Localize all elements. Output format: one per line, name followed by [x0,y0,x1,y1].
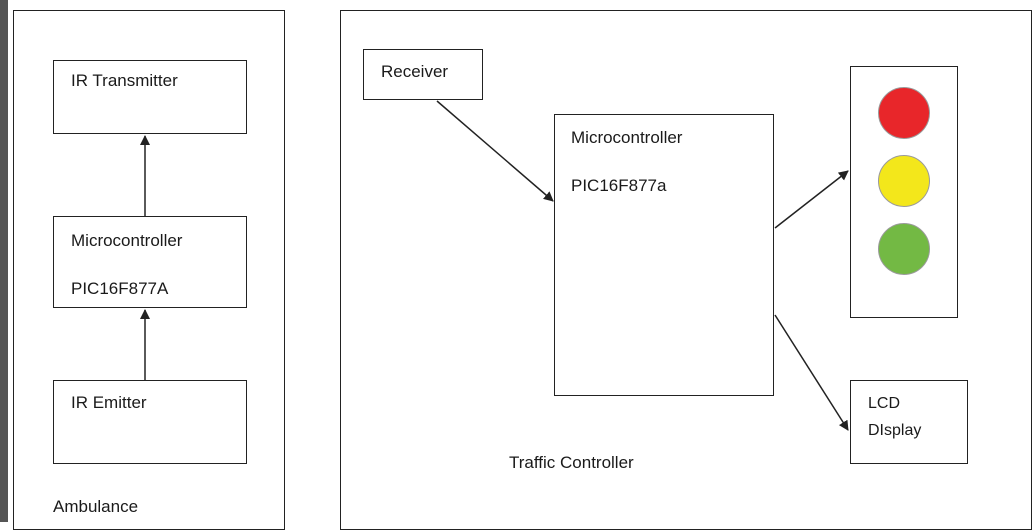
ambulance-microcontroller-model: PIC16F877A [71,279,169,298]
ir-emitter-label: IR Emitter [71,393,147,412]
lcd-label-line1: LCD [868,395,901,412]
yellow-light [878,155,930,207]
lcd-display-box [850,380,968,464]
green-light [878,223,930,275]
ambulance-microcontroller-box [53,216,247,308]
traffic-controller-title: Traffic Controller [509,453,634,472]
ir-transmitter-label: IR Transmitter [71,71,178,90]
ir-transmitter-box [53,60,247,134]
receiver-box [363,49,483,100]
left-edge-strip [0,0,8,522]
traffic-microcontroller-label: Microcontroller [571,128,683,147]
receiver-label: Receiver [381,62,449,81]
traffic-microcontroller-box [554,114,774,396]
ir-emitter-box [53,380,247,464]
red-light [878,87,930,139]
traffic-microcontroller-model: PIC16F877a [571,176,667,195]
lcd-label-line2: DIsplay [868,422,922,439]
ambulance-title: Ambulance [53,497,139,516]
ambulance-microcontroller-label: Microcontroller [71,231,183,250]
